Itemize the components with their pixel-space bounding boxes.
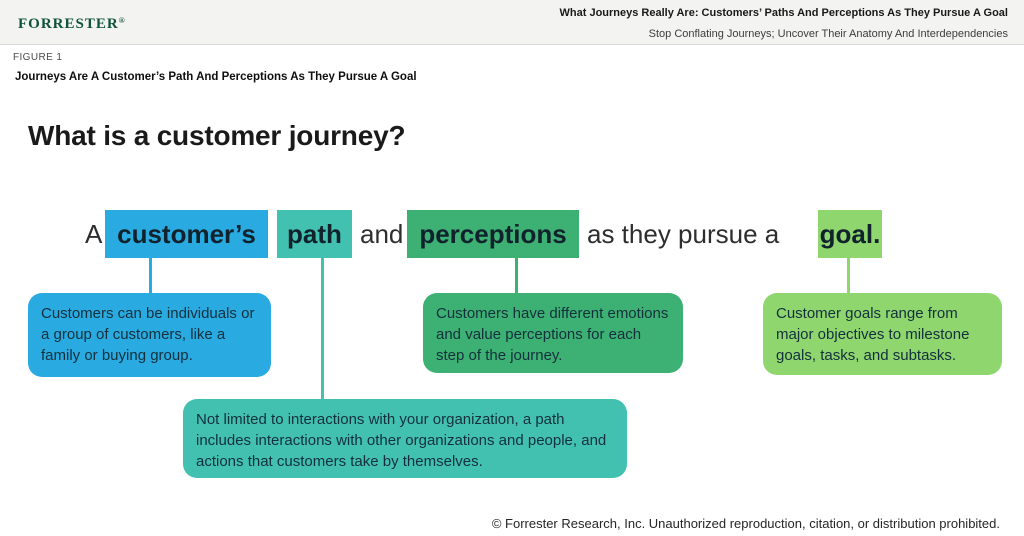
callout-customers: Customers can be individuals or a group … [28, 293, 271, 377]
sentence-prefix: A [85, 219, 103, 249]
callout-goal: Customer goals range from major objectiv… [763, 293, 1002, 375]
highlight-perceptions: perceptions [407, 210, 579, 258]
forrester-logo-text: Forrester [18, 9, 119, 33]
callout-perceptions: Customers have different emotions and va… [423, 293, 683, 373]
page-title: What is a customer journey? [28, 120, 406, 151]
highlight-customers: customer’s [105, 210, 268, 258]
report-subtitle: Stop Conflating Journeys; Uncover Their … [648, 28, 1008, 40]
connector-line-path [321, 258, 324, 399]
forrester-logo: Forrester® [18, 10, 125, 32]
figure-title: Journeys Are A Customer’s Path And Perce… [15, 71, 417, 83]
report-header-titles: What Journeys Really Are: Customers’ Pat… [560, 7, 1008, 40]
report-title: What Journeys Really Are: Customers’ Pat… [559, 7, 1008, 19]
report-header: Forrester® What Journeys Really Are: Cus… [0, 0, 1024, 45]
figure-label: FIGURE 1 [13, 52, 63, 63]
highlight-goal: goal. [818, 210, 882, 258]
copyright-notice: © Forrester Research, Inc. Unauthorized … [491, 516, 1000, 531]
connector-line-customers [149, 258, 152, 293]
sentence-mid2: as they pursue a [587, 219, 780, 249]
registered-trademark-icon: ® [118, 16, 125, 25]
connector-line-perceptions [515, 258, 518, 293]
sentence-mid1: and [360, 219, 404, 249]
connector-line-goal [847, 258, 850, 293]
highlight-path: path [277, 210, 352, 258]
callout-path: Not limited to interactions with your or… [183, 399, 627, 478]
